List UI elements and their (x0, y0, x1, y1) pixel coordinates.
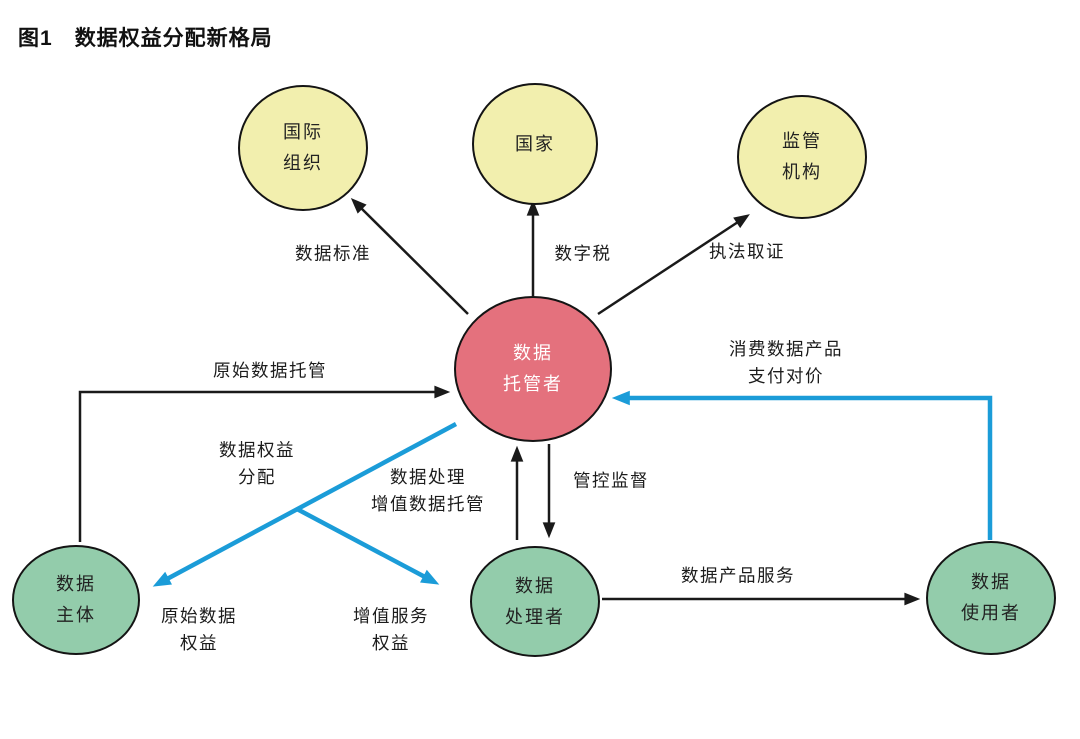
node-label-line: 主体 (56, 605, 96, 625)
node-label-line: 组织 (283, 153, 323, 173)
node-label-line: 托管者 (503, 374, 563, 394)
node-label-line: 使用者 (961, 603, 1021, 623)
label-processing-custody: 数据处理 增值数据托管 (371, 467, 485, 514)
label-rights-allocation: 数据权益 分配 (219, 440, 295, 487)
node-label-line: 监管 (782, 131, 822, 151)
label-value-added-rights: 增值服务 权益 (353, 606, 429, 653)
node-label-line: 国家 (515, 133, 555, 154)
figure-title-text: 数据权益分配新格局 (74, 27, 273, 50)
edge-data-standards (350, 197, 469, 315)
node-data-user: 数据 使用者 (926, 541, 1056, 655)
node-label-line: 数据 (971, 572, 1011, 592)
node-data-subject: 数据 主体 (12, 545, 140, 655)
label-data-product-service: 数据产品服务 (681, 565, 795, 586)
node-label-line: 国际 (283, 122, 323, 142)
figure-title: 图1 数据权益分配新格局 (18, 22, 273, 52)
edge-rights-allocation-to-subject (152, 422, 458, 587)
node-label-line: 处理者 (505, 606, 565, 627)
node-label-line: 数据 (515, 575, 555, 596)
label-raw-data-custody: 原始数据托管 (213, 360, 327, 381)
label-consume-pay: 消费数据产品 支付对价 (729, 339, 843, 386)
edge-rights-allocation-to-processor (295, 507, 440, 585)
label-supervision: 管控监督 (573, 470, 649, 491)
edge-consume-pay (611, 390, 993, 540)
edge-law-enforcement (597, 214, 750, 316)
label-law-enforcement: 执法取证 (709, 241, 785, 262)
node-regulator: 监管 机构 (737, 95, 867, 219)
node-data-processor: 数据 处理者 (470, 546, 600, 657)
node-state: 国家 (472, 83, 598, 205)
figure-number: 图1 (18, 27, 53, 50)
label-raw-data-rights: 原始数据 权益 (161, 606, 237, 653)
label-data-standards: 数据标准 (295, 243, 371, 264)
label-digital-tax: 数字税 (554, 243, 612, 264)
node-international-organization: 国际 组织 (238, 85, 368, 211)
edge-raw-data-custody (78, 385, 451, 542)
node-label-line: 数据 (56, 574, 96, 594)
node-label-line: 数据 (513, 343, 553, 363)
node-label-line: 机构 (782, 162, 822, 182)
node-data-custodian: 数据 托管者 (454, 296, 612, 442)
